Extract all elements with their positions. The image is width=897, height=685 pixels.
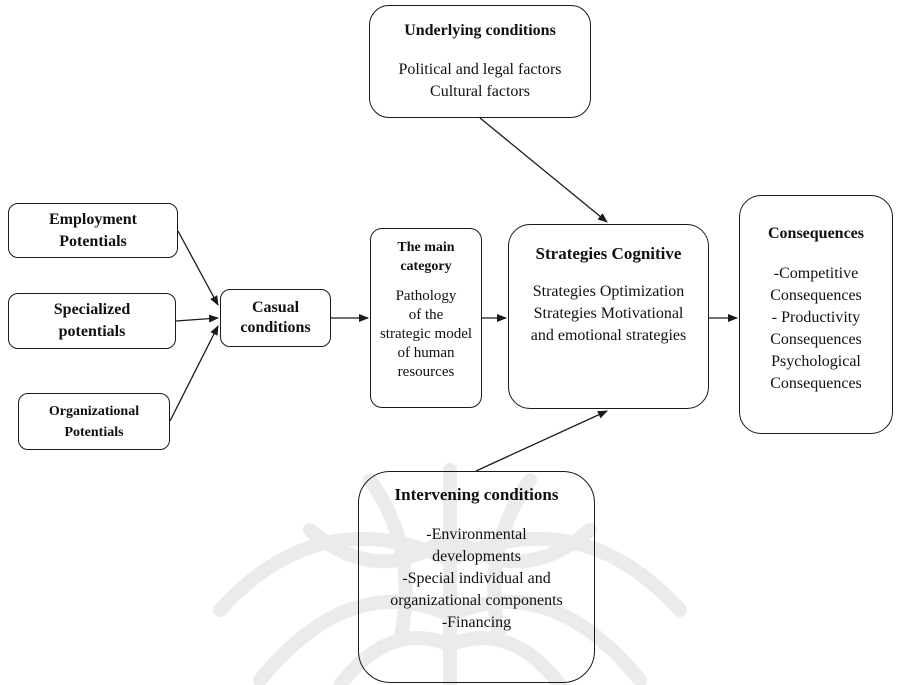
consequences-title: Consequences xyxy=(767,225,864,242)
strategies-item: Strategies Optimization xyxy=(532,283,685,300)
employment-potentials-box: Employment Potentials xyxy=(8,203,178,258)
main-category-title: category xyxy=(400,259,452,274)
organizational-potentials-box: Organizational Potentials xyxy=(18,393,170,450)
main-category-text: resources xyxy=(397,364,455,380)
casual-conditions-label: Casual xyxy=(251,299,300,316)
strategies-box: Strategies Cognitive Strategies Optimiza… xyxy=(508,224,709,409)
specialized-potentials-label: Specialized xyxy=(53,301,131,318)
consequences-box: Consequences -Competitive Consequences -… xyxy=(739,195,893,434)
consequences-item: Psychological xyxy=(771,353,861,370)
casual-conditions-label: conditions xyxy=(240,319,311,336)
organizational-potentials-label: Potentials xyxy=(64,424,124,440)
intervening-item: developments xyxy=(432,548,521,565)
underlying-item: Political and legal factors xyxy=(398,61,562,78)
organizational-potentials-label: Organizational xyxy=(48,403,140,419)
employment-potentials-label: Employment xyxy=(49,210,137,228)
arrow-underlying-to-strategies xyxy=(479,117,608,223)
employment-potentials-label: Potentials xyxy=(59,232,127,250)
consequences-item: -Competitive xyxy=(773,265,859,282)
main-category-text: strategic model xyxy=(379,326,473,342)
consequences-item: Consequences xyxy=(770,375,862,392)
main-category-box: The main category Pathology of the strat… xyxy=(370,228,482,408)
intervening-item: -Special individual and xyxy=(402,570,551,587)
intervening-item: -Financing xyxy=(441,614,512,631)
consequences-item: Consequences xyxy=(770,287,862,304)
main-category-title: The main xyxy=(397,240,455,255)
specialized-potentials-box: Specialized potentials xyxy=(8,293,176,349)
underlying-conditions-title: Underlying conditions xyxy=(404,22,556,39)
intervening-item: -Environmental xyxy=(426,526,527,543)
casual-conditions-box: Casual conditions xyxy=(220,289,331,347)
arrow-organizational-to-casual xyxy=(169,325,219,422)
intervening-conditions-title: Intervening conditions xyxy=(394,485,559,504)
strategies-title: Strategies Cognitive xyxy=(535,244,682,263)
underlying-item: Cultural factors xyxy=(430,83,530,100)
specialized-potentials-label: potentials xyxy=(58,323,126,340)
arrow-specialized-to-casual xyxy=(175,314,219,323)
main-category-text: of the xyxy=(408,307,444,323)
main-category-text: of human xyxy=(397,345,455,361)
intervening-item: organizational components xyxy=(390,592,563,609)
consequences-item: Consequences xyxy=(770,331,862,348)
strategies-item: and emotional strategies xyxy=(530,327,687,344)
consequences-item: - Productivity xyxy=(771,309,861,326)
strategies-item: Strategies Motivational xyxy=(533,305,684,322)
underlying-conditions-box: Underlying conditions Political and lega… xyxy=(369,5,591,118)
main-category-text: Pathology xyxy=(395,288,457,304)
arrow-employment-to-casual xyxy=(177,230,219,306)
arrow-intervening-to-strategies xyxy=(475,410,608,472)
intervening-conditions-box: Intervening conditions -Environmental de… xyxy=(358,471,595,683)
